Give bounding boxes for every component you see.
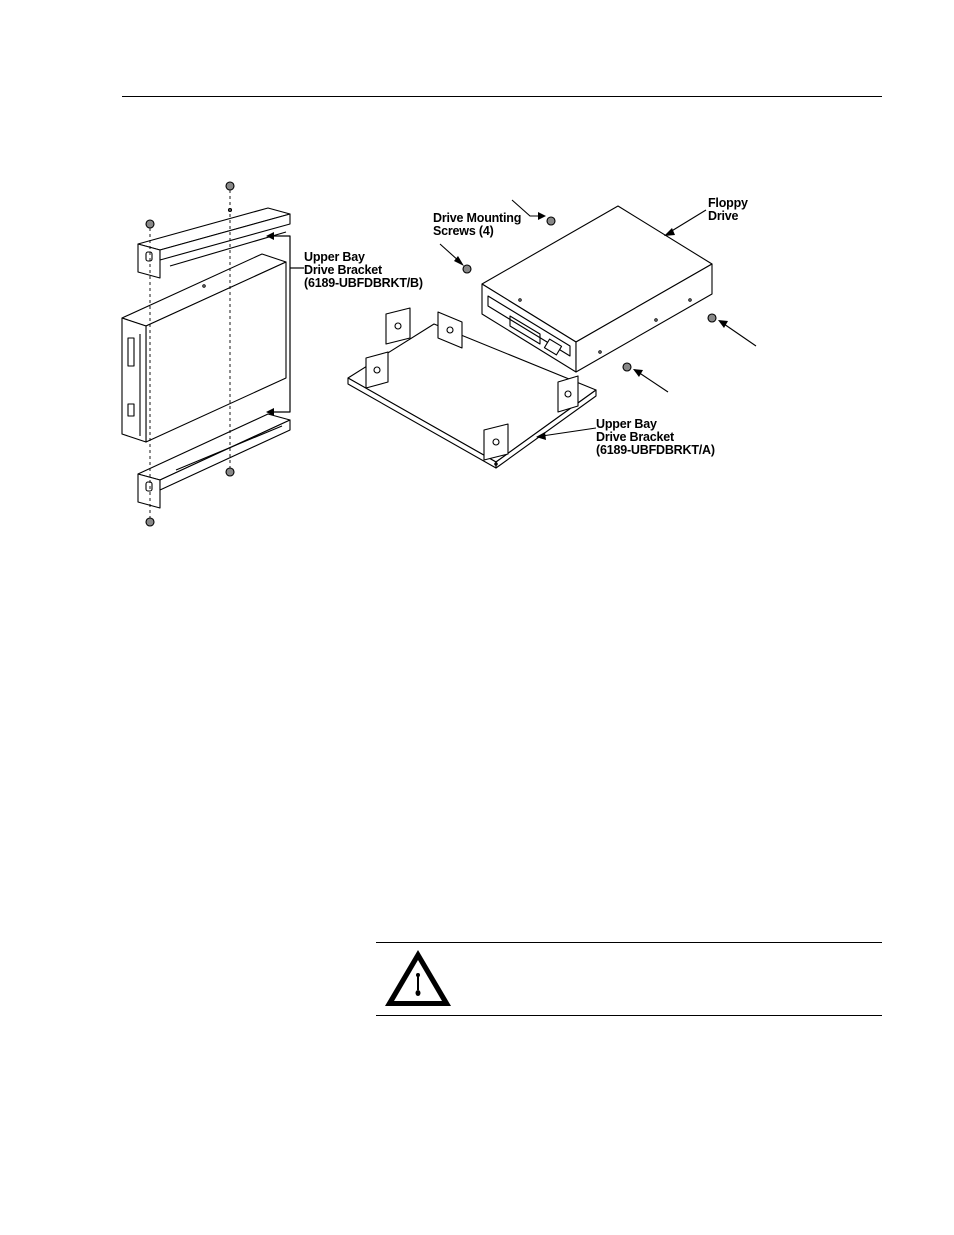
left-bottom-bracket bbox=[137, 413, 291, 509]
right-floppy-drive bbox=[481, 205, 713, 373]
label-upper-bay-bracket-a: Upper Bay Drive Bracket (6189-UBFDBRKT/A… bbox=[596, 418, 715, 457]
label-line: Drive bbox=[708, 209, 739, 223]
label-line: Upper Bay bbox=[304, 250, 365, 264]
label-line: Upper Bay bbox=[596, 417, 657, 431]
label-line: (6189-UBFDBRKT/A) bbox=[596, 443, 715, 457]
warning-rule-bottom bbox=[376, 1015, 882, 1016]
left-floppy-drive bbox=[121, 253, 287, 443]
warning-rule-top bbox=[376, 942, 882, 943]
label-floppy-drive: Floppy Drive bbox=[708, 197, 748, 223]
warning-triangle-icon bbox=[385, 950, 451, 1006]
label-line: Drive Bracket bbox=[596, 430, 675, 444]
leader-lines bbox=[439, 199, 757, 437]
label-line: Drive Bracket bbox=[304, 263, 383, 277]
label-upper-bay-bracket-b: Upper Bay Drive Bracket (6189-UBFDBRKT/B… bbox=[304, 251, 423, 290]
right-screws bbox=[462, 216, 717, 372]
floppy-drive-bracket-diagram bbox=[121, 181, 757, 527]
bracket-b-callout bbox=[268, 235, 304, 413]
label-line: Drive Mounting bbox=[433, 211, 522, 225]
left-top-bracket bbox=[137, 207, 291, 279]
header-rule bbox=[122, 96, 882, 97]
left-screws bbox=[145, 181, 235, 527]
label-line: Screws (4) bbox=[433, 224, 494, 238]
label-drive-mounting-screws: Drive Mounting Screws (4) bbox=[433, 212, 521, 238]
label-line: (6189-UBFDBRKT/B) bbox=[304, 276, 423, 290]
right-base-bracket bbox=[347, 307, 597, 469]
label-line: Floppy bbox=[708, 196, 748, 210]
